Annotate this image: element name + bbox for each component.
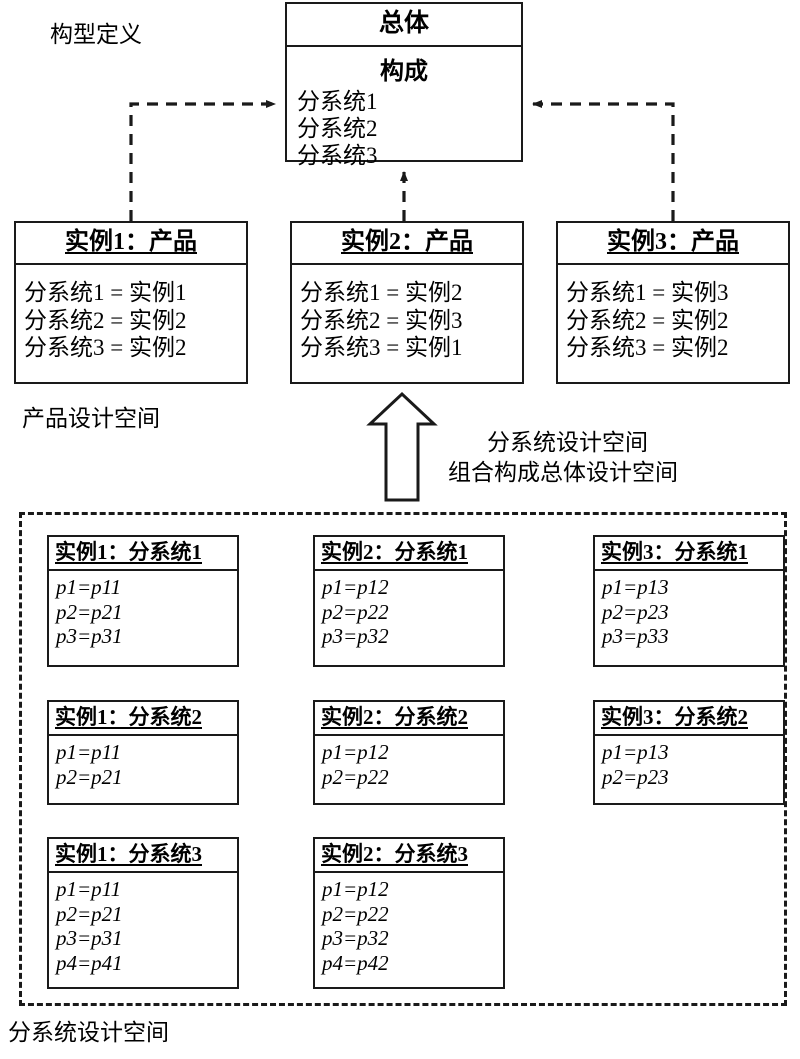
overall-item: 分系统2 (297, 115, 378, 141)
subsystem-instance-box[interactable]: 实例3：分系统2 p1=p13 p2=p23 (593, 700, 785, 805)
product-instance-box[interactable]: 实例1：产品 分系统1 = 实例1 分系统2 = 实例2 分系统3 = 实例2 (14, 221, 248, 384)
param-row: p1=p13 (602, 575, 669, 600)
subsystem-design-space-container: 实例1：分系统1 p1=p11 p2=p21 p3=p31 实例2：分系统1 p… (19, 512, 787, 1006)
param-row: p1=p11 (56, 575, 122, 600)
subsystem-params: p1=p11 p2=p21 p3=p31 p4=p41 (49, 873, 237, 979)
subsystem-divider (315, 734, 503, 737)
assignment-row: 分系统2 = 实例2 (24, 307, 187, 333)
product-instance-assignments: 分系统1 = 实例3 分系统2 = 实例2 分系统3 = 实例2 (558, 265, 788, 360)
param-row: p1=p11 (56, 740, 122, 765)
subsystem-instance-title: 实例1：分系统1 (55, 540, 202, 564)
overall-composition-header: 构成 (380, 58, 428, 85)
assignment-row: 分系统1 = 实例3 (566, 280, 729, 306)
product-instance-assignments: 分系统1 = 实例2 分系统2 = 实例3 分系统3 = 实例1 (292, 265, 522, 360)
overall-item: 分系统1 (297, 88, 378, 114)
subsystem-instance-title: 实例2：分系统1 (321, 540, 468, 564)
overall-items: 分系统1 分系统2 分系统3 (287, 88, 521, 169)
subsystem-instance-box[interactable]: 实例1：分系统1 p1=p11 p2=p21 p3=p31 (47, 535, 239, 667)
subsystem-divider (315, 871, 503, 874)
assignment-row: 分系统3 = 实例1 (300, 334, 463, 360)
param-row: p2=p22 (322, 764, 389, 789)
subsystem-divider (595, 569, 783, 572)
product-instance-title: 实例1：产品 (65, 229, 197, 255)
subsystem-divider (315, 569, 503, 572)
param-row: p3=p32 (322, 926, 389, 951)
subsystem-instance-box[interactable]: 实例1：分系统2 p1=p11 p2=p21 (47, 700, 239, 805)
param-row: p2=p21 (56, 901, 123, 926)
param-row: p3=p31 (56, 926, 123, 951)
param-row: p1=p12 (322, 575, 389, 600)
product-instance-title: 实例3：产品 (607, 229, 739, 255)
dashed-arrow-right (532, 100, 675, 221)
param-row: p1=p12 (322, 740, 389, 765)
assignment-row: 分系统2 = 实例2 (566, 307, 729, 333)
product-instance-box[interactable]: 实例2：产品 分系统1 = 实例2 分系统2 = 实例3 分系统3 = 实例1 (290, 221, 524, 384)
product-instance-divider (292, 263, 522, 266)
subsystem-params: p1=p11 p2=p21 p3=p31 (49, 571, 237, 653)
product-instance-divider (558, 263, 788, 266)
assignment-row: 分系统3 = 实例2 (566, 334, 729, 360)
overall-title: 总体 (378, 10, 429, 37)
subsystem-instance-title: 实例1：分系统2 (55, 705, 202, 729)
assignment-row: 分系统1 = 实例2 (300, 280, 463, 306)
assignment-row: 分系统1 = 实例1 (24, 280, 187, 306)
param-row: p4=p41 (56, 950, 123, 975)
param-row: p2=p23 (602, 599, 669, 624)
subsystem-params: p1=p13 p2=p23 p3=p33 (595, 571, 783, 653)
subsystem-params: p1=p13 p2=p23 (595, 736, 783, 793)
param-row: p2=p21 (56, 599, 123, 624)
subsystem-instance-title: 实例2：分系统3 (321, 842, 468, 866)
subsystem-params: p1=p12 p2=p22 p3=p32 p4=p42 (315, 873, 503, 979)
subsystem-instance-box[interactable]: 实例1：分系统3 p1=p11 p2=p21 p3=p31 p4=p41 (47, 837, 239, 989)
product-instance-divider (16, 263, 246, 266)
product-instance-assignments: 分系统1 = 实例1 分系统2 = 实例2 分系统3 = 实例2 (16, 265, 246, 360)
assignment-row: 分系统2 = 实例3 (300, 307, 463, 333)
subsystem-instance-box[interactable]: 实例2：分系统3 p1=p12 p2=p22 p3=p32 p4=p42 (313, 837, 505, 989)
param-row: p1=p13 (602, 740, 669, 765)
subsystem-params: p1=p12 p2=p22 p3=p32 (315, 571, 503, 653)
assignment-row: 分系统3 = 实例2 (24, 334, 187, 360)
subsystem-instance-box[interactable]: 实例2：分系统2 p1=p12 p2=p22 (313, 700, 505, 805)
param-row: p1=p12 (322, 877, 389, 902)
subsystem-params: p1=p12 p2=p22 (315, 736, 503, 793)
hollow-up-arrow (366, 391, 438, 502)
subsystem-divider (595, 734, 783, 737)
overall-divider (287, 44, 521, 47)
subsystem-instance-title: 实例1：分系统3 (55, 842, 202, 866)
param-row: p4=p42 (322, 950, 389, 975)
param-row: p2=p23 (602, 764, 669, 789)
label-product-design-space: 产品设计空间 (22, 406, 160, 431)
subsystem-divider (49, 871, 237, 874)
subsystem-instance-title: 实例3：分系统1 (601, 540, 748, 564)
label-subsystem-design-space: 分系统设计空间 (487, 430, 648, 455)
overall-item: 分系统3 (297, 142, 378, 168)
product-instance-box[interactable]: 实例3：产品 分系统1 = 实例3 分系统2 = 实例2 分系统3 = 实例2 (556, 221, 790, 384)
subsystem-instance-box[interactable]: 实例2：分系统1 p1=p12 p2=p22 p3=p32 (313, 535, 505, 667)
param-row: p2=p22 (322, 901, 389, 926)
param-row: p1=p11 (56, 877, 122, 902)
label-configuration-definition: 构型定义 (50, 22, 142, 47)
param-row: p3=p32 (322, 624, 389, 649)
subsystem-instance-title: 实例3：分系统2 (601, 705, 748, 729)
subsystem-divider (49, 569, 237, 572)
subsystem-instance-box[interactable]: 实例3：分系统1 p1=p13 p2=p23 p3=p33 (593, 535, 785, 667)
overall-class-box[interactable]: 总体 构成 分系统1 分系统2 分系统3 (285, 2, 523, 168)
param-row: p3=p33 (602, 624, 669, 649)
param-row: p3=p31 (56, 624, 123, 649)
subsystem-divider (49, 734, 237, 737)
label-composed-overall-design-space: 组合构成总体设计空间 (448, 460, 678, 485)
label-subsystem-design-space-bottom: 分系统设计空间 (8, 1020, 169, 1045)
param-row: p2=p22 (322, 599, 389, 624)
subsystem-params: p1=p11 p2=p21 (49, 736, 237, 793)
dashed-arrow-left (129, 100, 276, 221)
product-instance-title: 实例2：产品 (341, 229, 473, 255)
subsystem-instance-title: 实例2：分系统2 (321, 705, 468, 729)
param-row: p2=p21 (56, 764, 123, 789)
